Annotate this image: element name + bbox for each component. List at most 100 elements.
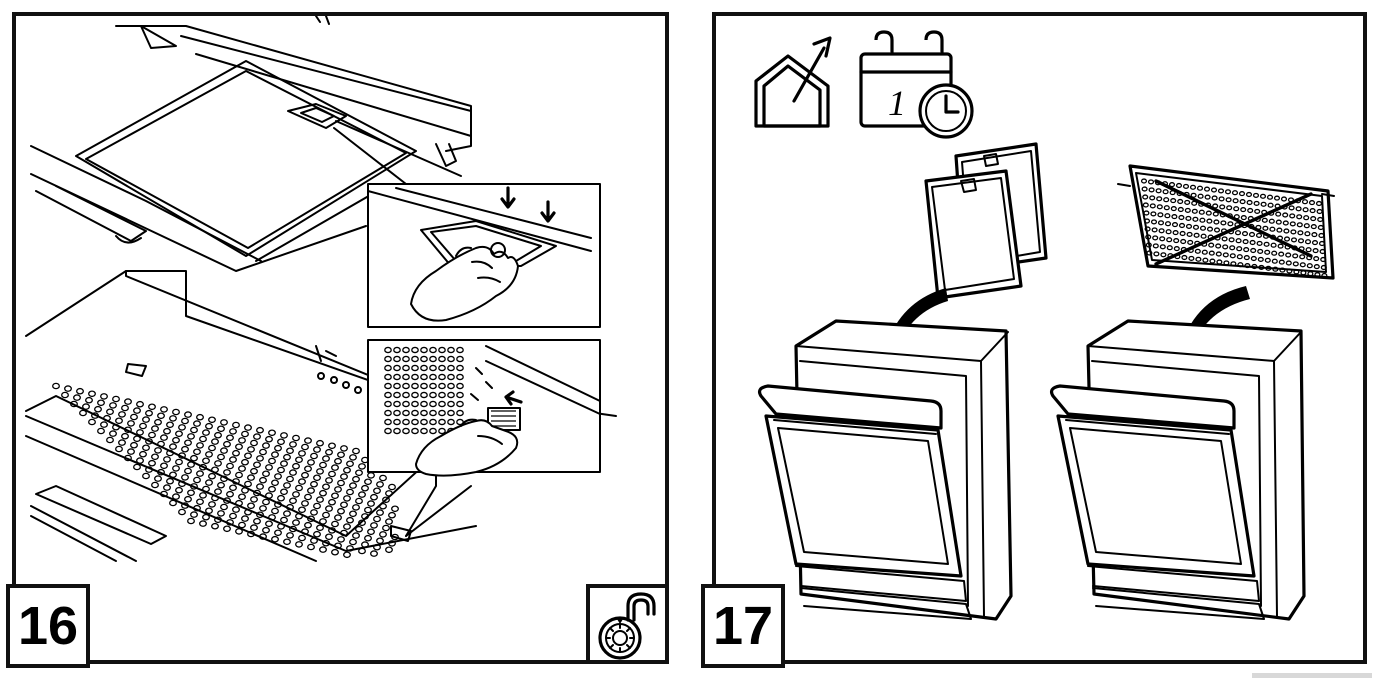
perforation-hole (1262, 225, 1269, 231)
scrollbar-thumb[interactable] (1252, 673, 1372, 678)
perforation-hole (160, 490, 168, 498)
perforation-hole (411, 409, 419, 417)
perforation-hole (447, 418, 455, 426)
perforation-hole (1216, 259, 1223, 265)
perforation-hole (411, 364, 419, 372)
perforation-hole (190, 426, 198, 434)
perforation-hole (1156, 196, 1163, 202)
perforation-hole (1242, 239, 1249, 245)
perforation-hole (1215, 251, 1222, 257)
perforation-hole (1277, 243, 1284, 249)
perforation-hole (447, 382, 455, 390)
perforation-hole (328, 498, 336, 506)
perforation-hole (151, 453, 159, 461)
perforation-hole (429, 364, 437, 372)
hood-filter-removal-illustration (25, 16, 617, 562)
perforation-hole (384, 382, 392, 390)
perforation-hole (124, 398, 132, 405)
perforation-hole (358, 463, 366, 470)
perforation-hole (1264, 249, 1271, 255)
perforation-hole (205, 422, 213, 430)
perforation-hole (250, 524, 258, 531)
perforation-hole (1278, 251, 1285, 257)
perforation-hole (190, 454, 198, 462)
perforation-hole (292, 434, 300, 442)
perforation-hole (247, 474, 255, 481)
perforation-hole (370, 522, 378, 529)
perforation-hole (361, 513, 369, 520)
perforated-grill-pattern (52, 382, 399, 559)
perforation-hole (289, 497, 297, 505)
perforation-hole (187, 461, 195, 468)
perforation-hole (325, 448, 333, 456)
perforation-hole (379, 531, 387, 538)
perforation-hole (205, 451, 213, 458)
perforation-hole (370, 550, 378, 557)
perforation-hole (301, 528, 309, 535)
perforation-hole (343, 495, 351, 502)
perforation-hole (298, 478, 306, 485)
perforation-hole (1181, 254, 1188, 261)
perforation-hole (283, 482, 291, 489)
perforation-hole (1206, 218, 1213, 224)
perforation-hole (429, 382, 437, 390)
perforation-hole (402, 391, 410, 399)
perforation-hole (1260, 201, 1267, 207)
perforation-hole (169, 471, 177, 479)
perforation-hole (292, 519, 300, 526)
perforation-hole (295, 541, 303, 548)
perforation-hole (1164, 221, 1172, 227)
perforation-hole (438, 409, 446, 417)
perforation-hole (229, 456, 237, 463)
perforation-hole (456, 409, 464, 417)
perforation-hole (391, 533, 399, 541)
perforation-hole (1150, 219, 1158, 225)
perforation-hole (1166, 245, 1173, 251)
perforation-hole (1177, 198, 1184, 205)
perforation-hole (274, 444, 282, 452)
perforation-hole (1223, 260, 1230, 266)
perforation-hole (1157, 220, 1165, 226)
perforation-hole (429, 427, 437, 435)
perforation-hole (1320, 264, 1327, 271)
perforation-hole (456, 364, 464, 372)
perforation-hole (402, 418, 410, 426)
filter-panel-icon (924, 142, 1048, 300)
perforation-hole (1206, 226, 1214, 232)
perforation-hole (382, 524, 390, 532)
perforation-hole (1292, 253, 1299, 259)
perforation-hole (1197, 193, 1204, 199)
perforation-hole (1220, 220, 1227, 226)
hood-upper-part (30, 16, 472, 272)
perforation-hole (1305, 247, 1312, 253)
perforation-hole (76, 387, 84, 395)
perforation-hole (325, 477, 333, 484)
perforation-hole (121, 404, 129, 412)
perforation-hole (331, 492, 339, 500)
perforation-hole (384, 418, 392, 426)
perforation-hole (1279, 267, 1286, 273)
perforation-hole (235, 471, 243, 479)
perforation-hole (229, 512, 237, 520)
perforation-hole (1152, 243, 1159, 249)
perforation-hole (349, 510, 357, 518)
perforation-hole (244, 424, 252, 431)
perforation-hole (1307, 271, 1314, 277)
perforation-hole (384, 355, 392, 363)
perforation-hole (429, 346, 437, 354)
perforation-hole (456, 346, 464, 354)
perforation-hole (289, 525, 297, 533)
perforation-hole (202, 485, 210, 493)
perforation-hole (1283, 228, 1290, 234)
perforation-hole (1290, 237, 1298, 243)
perforation-hole (343, 551, 351, 559)
perforation-hole (1241, 231, 1249, 237)
perforation-hole (178, 424, 186, 431)
perforation-hole (208, 501, 216, 508)
perforation-hole (265, 492, 273, 499)
perforation-hole (1280, 196, 1288, 202)
perforation-hole (1184, 207, 1191, 213)
perforation-hole (1318, 240, 1326, 247)
perforation-hole (1205, 210, 1212, 216)
perforation-hole (402, 382, 410, 390)
